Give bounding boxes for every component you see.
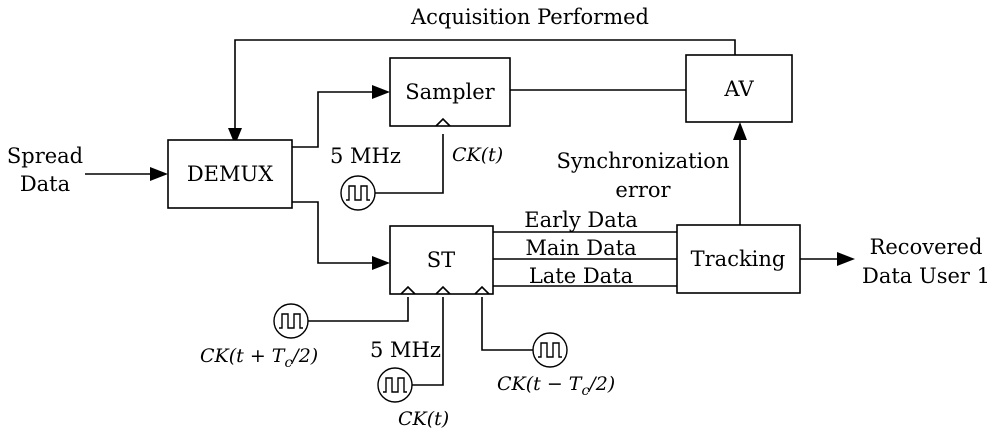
- clock-input-marker: [435, 285, 451, 295]
- feedback-wire: [234, 39, 736, 138]
- av-label: AV: [723, 77, 754, 101]
- sync-error-label-line2: error: [615, 178, 671, 202]
- arrowhead-icon: [372, 85, 390, 99]
- tracking-block: [676, 224, 801, 294]
- arrowhead-icon: [150, 167, 168, 181]
- early-data-label: Early Data: [524, 208, 637, 232]
- arrowhead-icon: [837, 252, 855, 266]
- ck-main-label: CK(t): [398, 408, 449, 430]
- output-label-line2: Data User 1: [862, 264, 990, 288]
- ck-sampler-label: CK(t): [452, 144, 503, 166]
- late-data-label: Late Data: [529, 264, 633, 288]
- clock-input-marker: [474, 285, 490, 295]
- clock-source-icon: [340, 175, 376, 211]
- st-main-clock-wire: [412, 297, 444, 386]
- clock-source-icon: [273, 303, 309, 339]
- clock-source-icon: [377, 367, 413, 403]
- output-label-line1: Recovered: [870, 235, 983, 259]
- st-early-clock-wire: [308, 297, 409, 322]
- demux-block: [167, 139, 293, 209]
- av-block: [685, 54, 793, 123]
- sampler-block: [389, 57, 511, 127]
- arrowhead-icon: [733, 122, 747, 140]
- freq-label-bottom: 5 MHz: [370, 338, 441, 362]
- st-label: ST: [427, 248, 455, 272]
- sampler-label: Sampler: [405, 80, 495, 104]
- demux-to-st-wire: [292, 201, 380, 264]
- st-late-clock-wire: [481, 297, 533, 351]
- feedback-label: Acquisition Performed: [410, 5, 649, 29]
- st-block: [389, 225, 494, 295]
- tracking-label: Tracking: [691, 247, 786, 271]
- freq-label-top: 5 MHz: [330, 144, 401, 168]
- clock-source-icon: [532, 332, 568, 368]
- sync-error-label-line1: Synchronization: [557, 149, 730, 173]
- arrowhead-icon: [372, 256, 390, 270]
- ck-early-label: CK(t + Tc/2): [200, 345, 318, 371]
- clock-input-marker: [435, 117, 451, 127]
- arrowhead-icon: [228, 128, 242, 145]
- demux-label: DEMUX: [187, 162, 273, 186]
- main-data-label: Main Data: [525, 236, 636, 260]
- clock-input-marker: [400, 285, 416, 295]
- input-label-line2: Data: [20, 172, 70, 196]
- demux-to-sampler-wire: [292, 91, 380, 148]
- ck-late-label: CK(t − Tc/2): [497, 373, 615, 399]
- input-label-line1: Spread: [7, 144, 83, 168]
- sampler-clock-wire: [375, 134, 444, 194]
